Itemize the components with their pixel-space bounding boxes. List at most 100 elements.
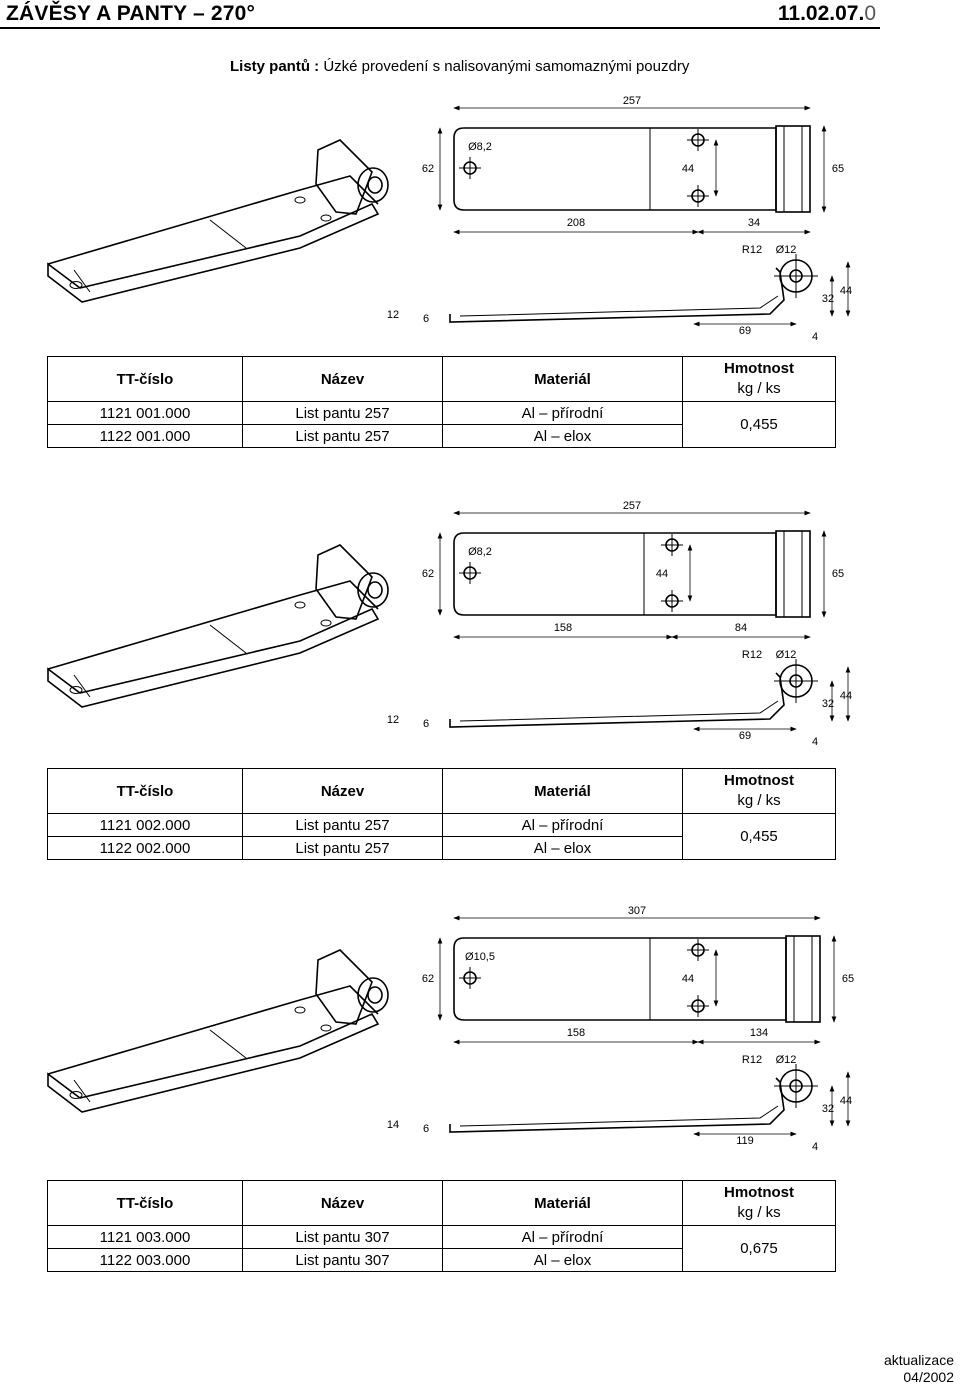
catalog-code-main: 11.02.07. [777,2,865,25]
knuckle-end [357,977,389,1013]
dim-seg-a-label: 158 [554,622,572,634]
mount-hole [69,281,83,289]
cell-number: 1121 001.000 [47,401,243,425]
dim-62-label: 62 [422,163,434,175]
mount-hole [294,1006,306,1014]
dim-4-label: 4 [812,736,818,748]
cell-number: 1121 003.000 [47,1225,243,1249]
header-rule [0,27,880,29]
dim-62-label: 62 [422,973,434,985]
leaf-edge [73,674,91,698]
dim-69-label: 119 [736,1135,754,1147]
cell-weight: 0,455 [682,813,836,860]
dim-seg-a-label: 208 [567,217,585,229]
knuckle-body [315,139,373,215]
cell-name: List pantu 257 [242,836,443,860]
side-profile-inner [459,1105,779,1127]
dim-hole-label: Ø8,2 [468,141,492,153]
cell-material: Al – elox [442,424,683,448]
cell-name: List pantu 307 [242,1248,443,1272]
dim-length-label: 307 [628,905,646,917]
side-profile-inner [459,295,779,317]
cell-name: List pantu 257 [242,401,443,425]
dim-4-label: 4 [812,1141,818,1153]
knuckle-body [315,544,373,620]
cell-material: Al – přírodní [442,1225,683,1249]
dim-44-label: 44 [682,973,694,985]
dim-69-label: 69 [739,325,751,337]
dim-65-label: 65 [832,568,844,580]
dim-32-label: 32 [822,698,834,710]
dim-t6-label: 6 [423,718,429,730]
dim-seg-b-label: 134 [750,1027,768,1039]
dim-65-label: 65 [832,163,844,175]
leaf-edge [73,269,91,293]
dim-d12-label: Ø12 [776,244,797,256]
dim-32-label: 32 [822,293,834,305]
dim-44-label: 44 [682,163,694,175]
knuckle-bar [785,935,821,1023]
leaf-edge [209,624,247,654]
isometric-view [47,949,389,1113]
dim-length-label: 257 [623,95,641,107]
knuckle-end [357,572,389,608]
dim-r12-label: R12 [742,649,762,661]
cell-name: List pantu 257 [242,813,443,837]
dim-r12-label: R12 [742,244,762,256]
hinge-leaf-outline [47,202,380,303]
mount-hole [294,601,306,609]
mount-hole [320,214,332,222]
top-view: 257 62 Ø8,2 44 65 208 34 [422,95,844,235]
dim-d12-label: Ø12 [776,649,797,661]
dim-seg-b-label: 84 [735,622,747,634]
cell-material: Al – elox [442,1248,683,1272]
subtitle-text: Úzké provedení s nalisovanými samomazným… [323,58,690,75]
catalog-code-suffix: 0 [864,2,876,25]
leaf-outline [453,532,777,616]
side-profile [449,267,785,323]
dim-62-label: 62 [422,568,434,580]
col-number: TT-číslo [47,768,243,814]
col-name: Název [242,356,443,402]
page-header: ZÁVĚSY A PANTY – 270° 11.02.07.0 [0,0,880,26]
cell-material: Al – elox [442,836,683,860]
cell-number: 1122 003.000 [47,1248,243,1272]
mount-hole [320,1024,332,1032]
leaf-edge [209,219,247,249]
hinge-leaf-top [47,175,379,265]
mount-hole [69,1091,83,1099]
col-number: TT-číslo [47,356,243,402]
dim-seg-b-label: 34 [748,217,760,229]
col-name: Název [242,1180,443,1226]
dim-t12-label: 14 [387,1119,399,1131]
leaf-outline [453,127,777,211]
dim-d12-label: Ø12 [776,1054,797,1066]
knuckle-bore [367,581,383,599]
mount-hole [69,686,83,694]
leaf-edge [73,1079,91,1103]
dim-44-label: 44 [656,568,668,580]
dim-t6-label: 6 [423,1123,429,1135]
dim-hole-label: Ø10,5 [465,951,495,963]
leaf-outline [453,937,787,1021]
hinge-leaf-top [47,580,379,670]
mount-hole [320,619,332,627]
dim-4-label: 4 [812,331,818,343]
cell-material: Al – přírodní [442,401,683,425]
dim-69-label: 69 [739,730,751,742]
footer: aktualizace 04/2002 [884,1352,954,1386]
subtitle-label: Listy pantů : [230,58,320,75]
col-material: Materiál [442,768,683,814]
knuckle-bar [775,530,811,618]
